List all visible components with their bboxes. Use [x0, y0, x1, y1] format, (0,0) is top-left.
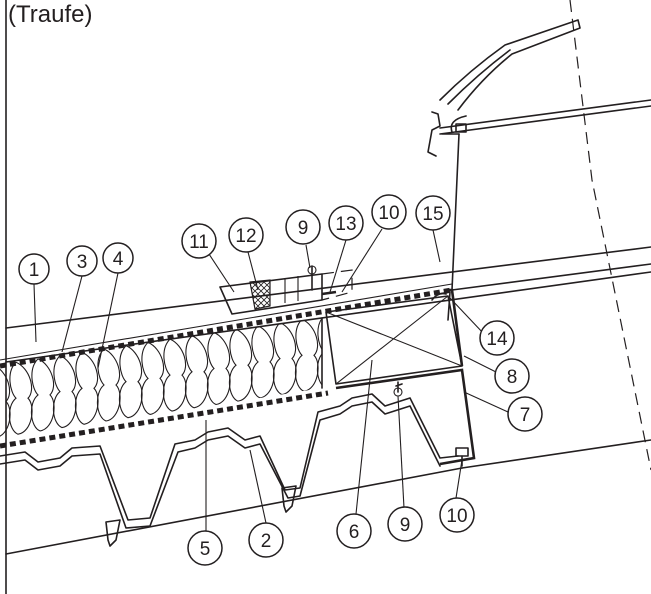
svg-text:9: 9 — [400, 515, 411, 536]
callout-7: 7 — [507, 396, 543, 432]
callout-4: 4 — [102, 242, 134, 274]
ventilation-strip — [219, 265, 353, 315]
callout-14: 14 — [479, 320, 515, 356]
callout-10-bottom: 10 — [439, 497, 475, 533]
insulation-fibre-loop — [162, 338, 187, 412]
trapezoidal-deck — [0, 393, 459, 521]
svg-text:3: 3 — [77, 252, 88, 273]
insulation — [0, 318, 322, 439]
svg-text:10: 10 — [446, 506, 467, 527]
svg-text:13: 13 — [335, 214, 356, 235]
svg-text:6: 6 — [349, 522, 360, 543]
insulation-fibre-loop — [250, 325, 275, 399]
insulation-fibre-loop — [96, 348, 121, 422]
insulation-fibre-loop — [118, 345, 143, 419]
eaves-timber-block — [325, 295, 463, 385]
callout-15: 15 — [415, 195, 451, 231]
svg-text:10: 10 — [378, 203, 399, 224]
svg-text:9: 9 — [298, 218, 309, 239]
callout-1: 1 — [18, 253, 50, 285]
insulation-fibre-loop — [206, 331, 231, 406]
eaves-fascia — [441, 133, 460, 291]
svg-text:12: 12 — [235, 226, 256, 247]
insulation-fibre-loop — [272, 322, 297, 396]
callout-2: 2 — [248, 522, 284, 558]
insulation-fibre-loop — [52, 355, 77, 429]
callout-11: 11 — [181, 223, 217, 259]
svg-text:4: 4 — [113, 249, 124, 270]
callout-9-bottom: 9 — [387, 506, 423, 542]
insulation-fibre-loop — [74, 351, 99, 425]
callout-5: 5 — [187, 530, 223, 566]
callout-3: 3 — [66, 245, 98, 277]
svg-text:15: 15 — [422, 204, 443, 225]
vapour-barrier — [0, 390, 329, 449]
wall-reference-line — [569, 0, 651, 471]
insulation-fibre-loop — [184, 335, 209, 409]
svg-text:7: 7 — [520, 405, 531, 426]
upper-membrane — [0, 287, 453, 369]
leader-lines — [33, 228, 509, 532]
insulation-fibre-loop — [228, 328, 253, 402]
insulation-fibre-loop — [140, 341, 165, 415]
purlin-bolts — [105, 485, 297, 547]
callout-6: 6 — [336, 513, 372, 549]
callout-9-top: 9 — [285, 209, 321, 245]
eaves-flashing — [335, 288, 476, 466]
fasteners — [393, 291, 469, 467]
callout-13: 13 — [328, 205, 364, 241]
purlin-line — [5, 467, 463, 555]
svg-text:2: 2 — [261, 531, 272, 552]
svg-text:1: 1 — [29, 260, 40, 281]
insulation-fibre-loop — [316, 318, 322, 389]
svg-text:5: 5 — [200, 539, 211, 560]
gutter — [427, 19, 651, 157]
svg-text:14: 14 — [486, 329, 508, 350]
svg-text:8: 8 — [507, 367, 518, 388]
insulation-fibre-loop — [30, 358, 55, 432]
svg-text:11: 11 — [189, 232, 209, 253]
callout-12: 12 — [228, 217, 264, 253]
drawing-title: (Traufe) — [8, 1, 92, 28]
callout-8: 8 — [494, 358, 530, 394]
insulation-fibre-loop — [0, 364, 11, 439]
insulation-fibre-loop — [294, 318, 319, 392]
callout-10-top: 10 — [371, 194, 407, 230]
insulation-fibre-loop — [8, 361, 33, 435]
